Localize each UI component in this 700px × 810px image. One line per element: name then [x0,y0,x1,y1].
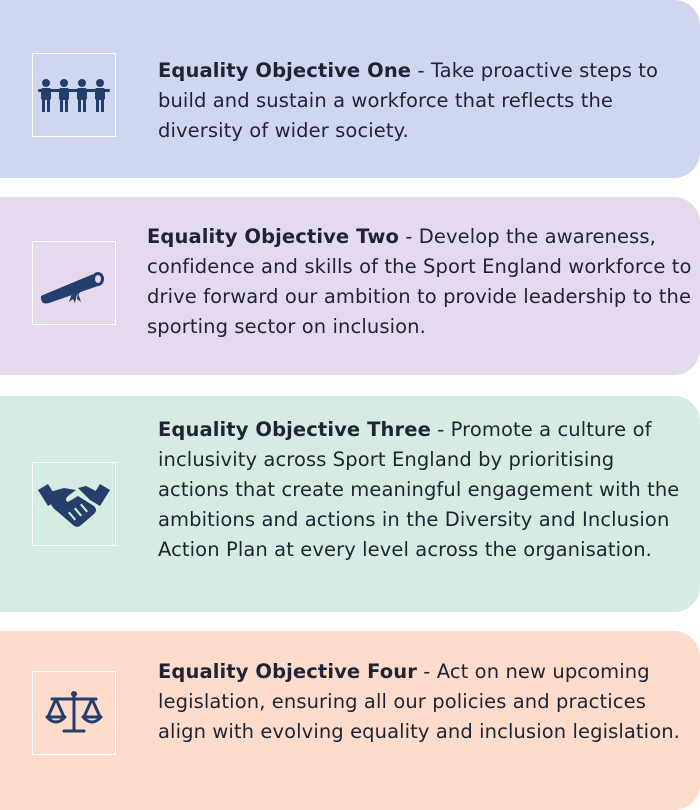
people-icon [32,53,116,137]
objective-title: Equality Objective Four [158,660,417,683]
objective-title: Equality Objective Two [147,225,400,248]
scales-icon [32,671,116,755]
objective-text: Equality Objective Two - Develop the awa… [147,222,692,342]
objective-title: Equality Objective Three [158,418,431,441]
objective-text: Equality Objective One - Take proactive … [158,56,678,146]
handshake-icon [32,462,116,546]
objective-description: - Develop the awareness, confidence and … [147,225,692,338]
objective-title: Equality Objective One [158,59,412,82]
objective-text: Equality Objective Three - Promote a cul… [158,415,688,565]
objective-description: - Promote a culture of inclusivity acros… [158,418,680,561]
objective-card-two: Equality Objective Two - Develop the awa… [0,197,700,375]
objective-card-one: Equality Objective One - Take proactive … [0,0,700,178]
objective-description: - Act on new upcoming legislation, ensur… [158,660,680,743]
objective-text: Equality Objective Four - Act on new upc… [158,657,688,747]
diploma-scroll-icon [32,241,116,325]
objective-card-four: Equality Objective Four - Act on new upc… [0,631,700,810]
objective-card-three: Equality Objective Three - Promote a cul… [0,396,700,612]
objective-description: - Take proactive steps to build and sust… [158,59,659,142]
